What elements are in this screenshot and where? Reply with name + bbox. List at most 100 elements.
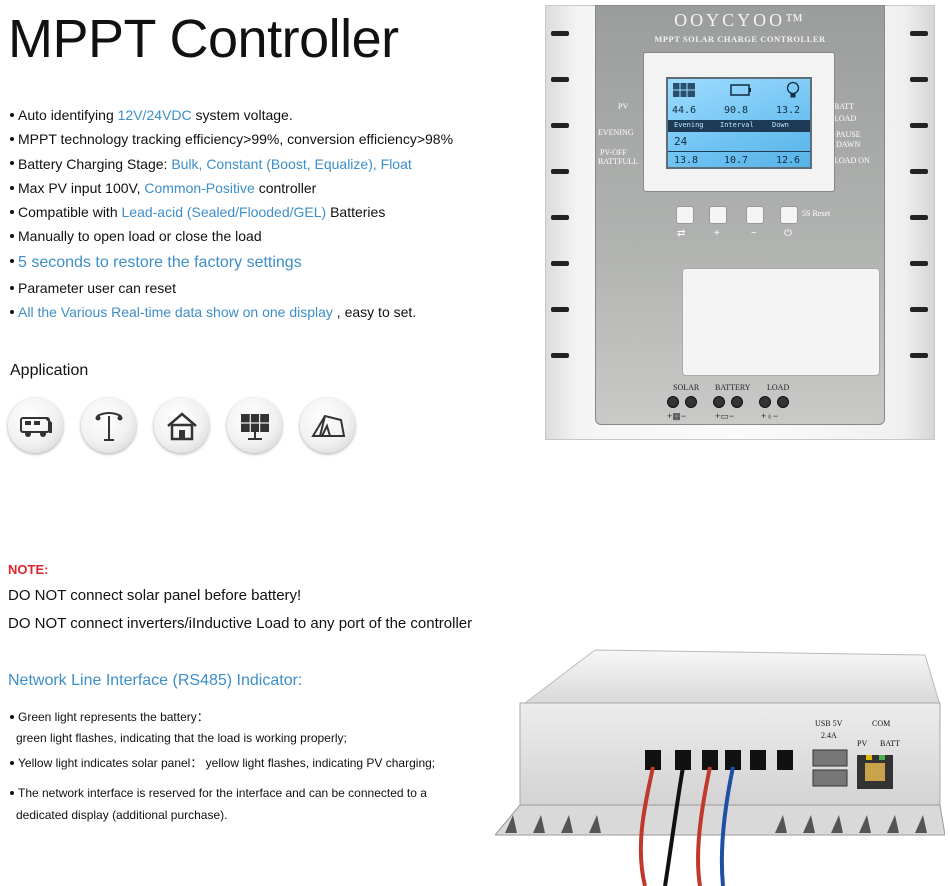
- lcd-mode-down: Down: [772, 121, 789, 129]
- house-icon: [154, 398, 209, 453]
- vent-slot: [910, 169, 928, 174]
- network-item-2: green light flashes, indicating that the…: [16, 731, 347, 745]
- feature-item: All the Various Real-time data show on o…: [8, 301, 548, 325]
- label-dawn: DAWN: [836, 140, 861, 149]
- street-light-icon: [81, 398, 136, 453]
- label-batt: BATT: [834, 102, 854, 111]
- label-load-on: LOAD ON: [834, 156, 870, 165]
- label-battfull: BATTFULL: [598, 157, 638, 166]
- usb-label: USB 5V: [815, 719, 843, 728]
- lcd-mode-evening: Evening: [674, 121, 704, 129]
- solar-terminal-symbol: +▦−: [667, 411, 687, 421]
- note-line-1: DO NOT connect solar panel before batter…: [8, 587, 302, 604]
- controller-panel: OOYCYOO™ MPPT SOLAR CHARGE CONTROLLER PV…: [595, 5, 885, 425]
- feature-text: MPPT technology tracking efficiency>99%,…: [18, 131, 454, 148]
- network-title: Network Line Interface (RS485) Indicator…: [8, 672, 303, 689]
- feature-item: Manually to open load or close the load: [8, 225, 548, 249]
- lcd-battery-icon: [730, 84, 751, 96]
- vent-slot: [551, 169, 569, 174]
- feature-text: Max PV input 100V,: [18, 179, 145, 196]
- lcd-solar-icon: [673, 83, 695, 97]
- vent-slot: [551, 261, 569, 266]
- batt-led-label: BATT: [880, 739, 900, 748]
- application-title: Application: [10, 362, 89, 379]
- label-pv-off: PV-OFF: [600, 148, 627, 157]
- feature-item: Battery Charging Stage: Bulk, Constant (…: [8, 153, 548, 177]
- reset-label: 5S Reset: [802, 209, 831, 218]
- lcd-v3: 12.6: [776, 155, 801, 166]
- network-item-5: dedicated display (additional purchase).: [16, 808, 228, 822]
- terminal-label-solar: SOLAR: [673, 383, 700, 392]
- vent-slot: [551, 77, 569, 82]
- vent-slot: [910, 307, 928, 312]
- bullet-icon: [10, 259, 14, 264]
- screen-frame: 44.6 90.8 13.2 Evening Interval Down 24 …: [643, 52, 835, 192]
- lcd-bulb-icon: [786, 81, 800, 98]
- bullet-icon: [10, 137, 14, 142]
- vent-slot: [910, 77, 928, 82]
- bullet-icon: [10, 112, 14, 117]
- solar-terminal-positive: [667, 396, 679, 408]
- feature-highlight: 5 seconds to restore the factory setting…: [18, 253, 302, 271]
- pv-led-label: PV: [857, 739, 868, 748]
- plus-button[interactable]: [709, 206, 727, 224]
- usb-current-label: 2.4A: [821, 731, 837, 740]
- lcd-timer: 24: [674, 135, 688, 148]
- feature-highlight: All the Various Real-time data show on o…: [18, 304, 333, 321]
- label-evening: EVENING: [598, 128, 634, 137]
- power-button[interactable]: [780, 206, 798, 224]
- rv-icon: [8, 398, 63, 453]
- feature-item: MPPT technology tracking efficiency>99%,…: [8, 128, 548, 152]
- feature-item: Auto identifying 12V/24VDC system voltag…: [8, 104, 548, 128]
- terminal-area: SOLAR BATTERY LOAD +▦− +▭− +♁−: [655, 383, 805, 423]
- battery-terminal-symbol: +▭−: [715, 411, 735, 421]
- note-heading: NOTE:: [8, 562, 49, 577]
- terminal-cover: [682, 268, 880, 376]
- battery-terminal-positive: [713, 396, 725, 408]
- mode-button[interactable]: [676, 206, 694, 224]
- battery-terminal-negative: [731, 396, 743, 408]
- bullet-icon: [10, 209, 14, 214]
- feature-list: Auto identifying 12V/24VDC system voltag…: [8, 104, 548, 325]
- lcd-v1: 13.8: [674, 155, 699, 166]
- feature-item: 5 seconds to restore the factory setting…: [8, 250, 548, 277]
- solar-panel-icon: [227, 398, 282, 453]
- load-terminal-symbol: +♁−: [761, 411, 779, 421]
- network-item-3: Yellow light indicates solar panel： yell…: [8, 754, 435, 771]
- feature-item: Max PV input 100V, Common-Positive contr…: [8, 177, 548, 201]
- com-label: COM: [872, 719, 891, 728]
- lcd-load-value: 13.2: [776, 105, 801, 116]
- network-item-1: Green light represents the battery：: [8, 708, 209, 725]
- vent-slot: [910, 353, 928, 358]
- load-terminal-negative: [777, 396, 789, 408]
- feature-text: Battery Charging Stage:: [18, 155, 172, 172]
- vent-slot: [551, 31, 569, 36]
- vent-slot: [551, 215, 569, 220]
- bullet-icon: [10, 309, 14, 314]
- controller-side-photo: [493, 649, 946, 886]
- vent-slot: [551, 307, 569, 312]
- lcd-batt-value: 90.8: [724, 105, 749, 116]
- feature-highlight: Bulk, Constant (Boost, Equalize), Float: [171, 155, 412, 172]
- feature-text: Compatible with: [18, 204, 122, 221]
- feature-text: controller: [254, 179, 317, 196]
- note-line-2: DO NOT connect inverters/iInductive Load…: [8, 615, 473, 632]
- vent-slot: [910, 215, 928, 220]
- load-terminal-positive: [759, 396, 771, 408]
- controller-side-image: USB 5V 2.4A COM PV BATT: [493, 645, 946, 886]
- lcd-display: 44.6 90.8 13.2 Evening Interval Down 24 …: [666, 77, 812, 169]
- vent-slot: [910, 261, 928, 266]
- feature-text: system voltage.: [191, 107, 293, 123]
- brand-subtitle: MPPT SOLAR CHARGE CONTROLLER: [654, 34, 826, 44]
- minus-button[interactable]: [746, 206, 764, 224]
- label-pv: PV: [618, 102, 629, 111]
- minus-symbol: −: [751, 228, 757, 239]
- feature-highlight: Common-Positive: [144, 179, 255, 196]
- feature-text: Parameter user can reset: [18, 279, 176, 296]
- brand-logo: OOYCYOO™: [674, 10, 806, 30]
- feature-item: Compatible with Lead-acid (Sealed/Floode…: [8, 201, 548, 225]
- page-title: MPPT Controller: [8, 9, 399, 69]
- vent-slot: [551, 353, 569, 358]
- mode-symbol: ⇄: [677, 228, 686, 239]
- feature-text: , easy to set.: [332, 304, 417, 321]
